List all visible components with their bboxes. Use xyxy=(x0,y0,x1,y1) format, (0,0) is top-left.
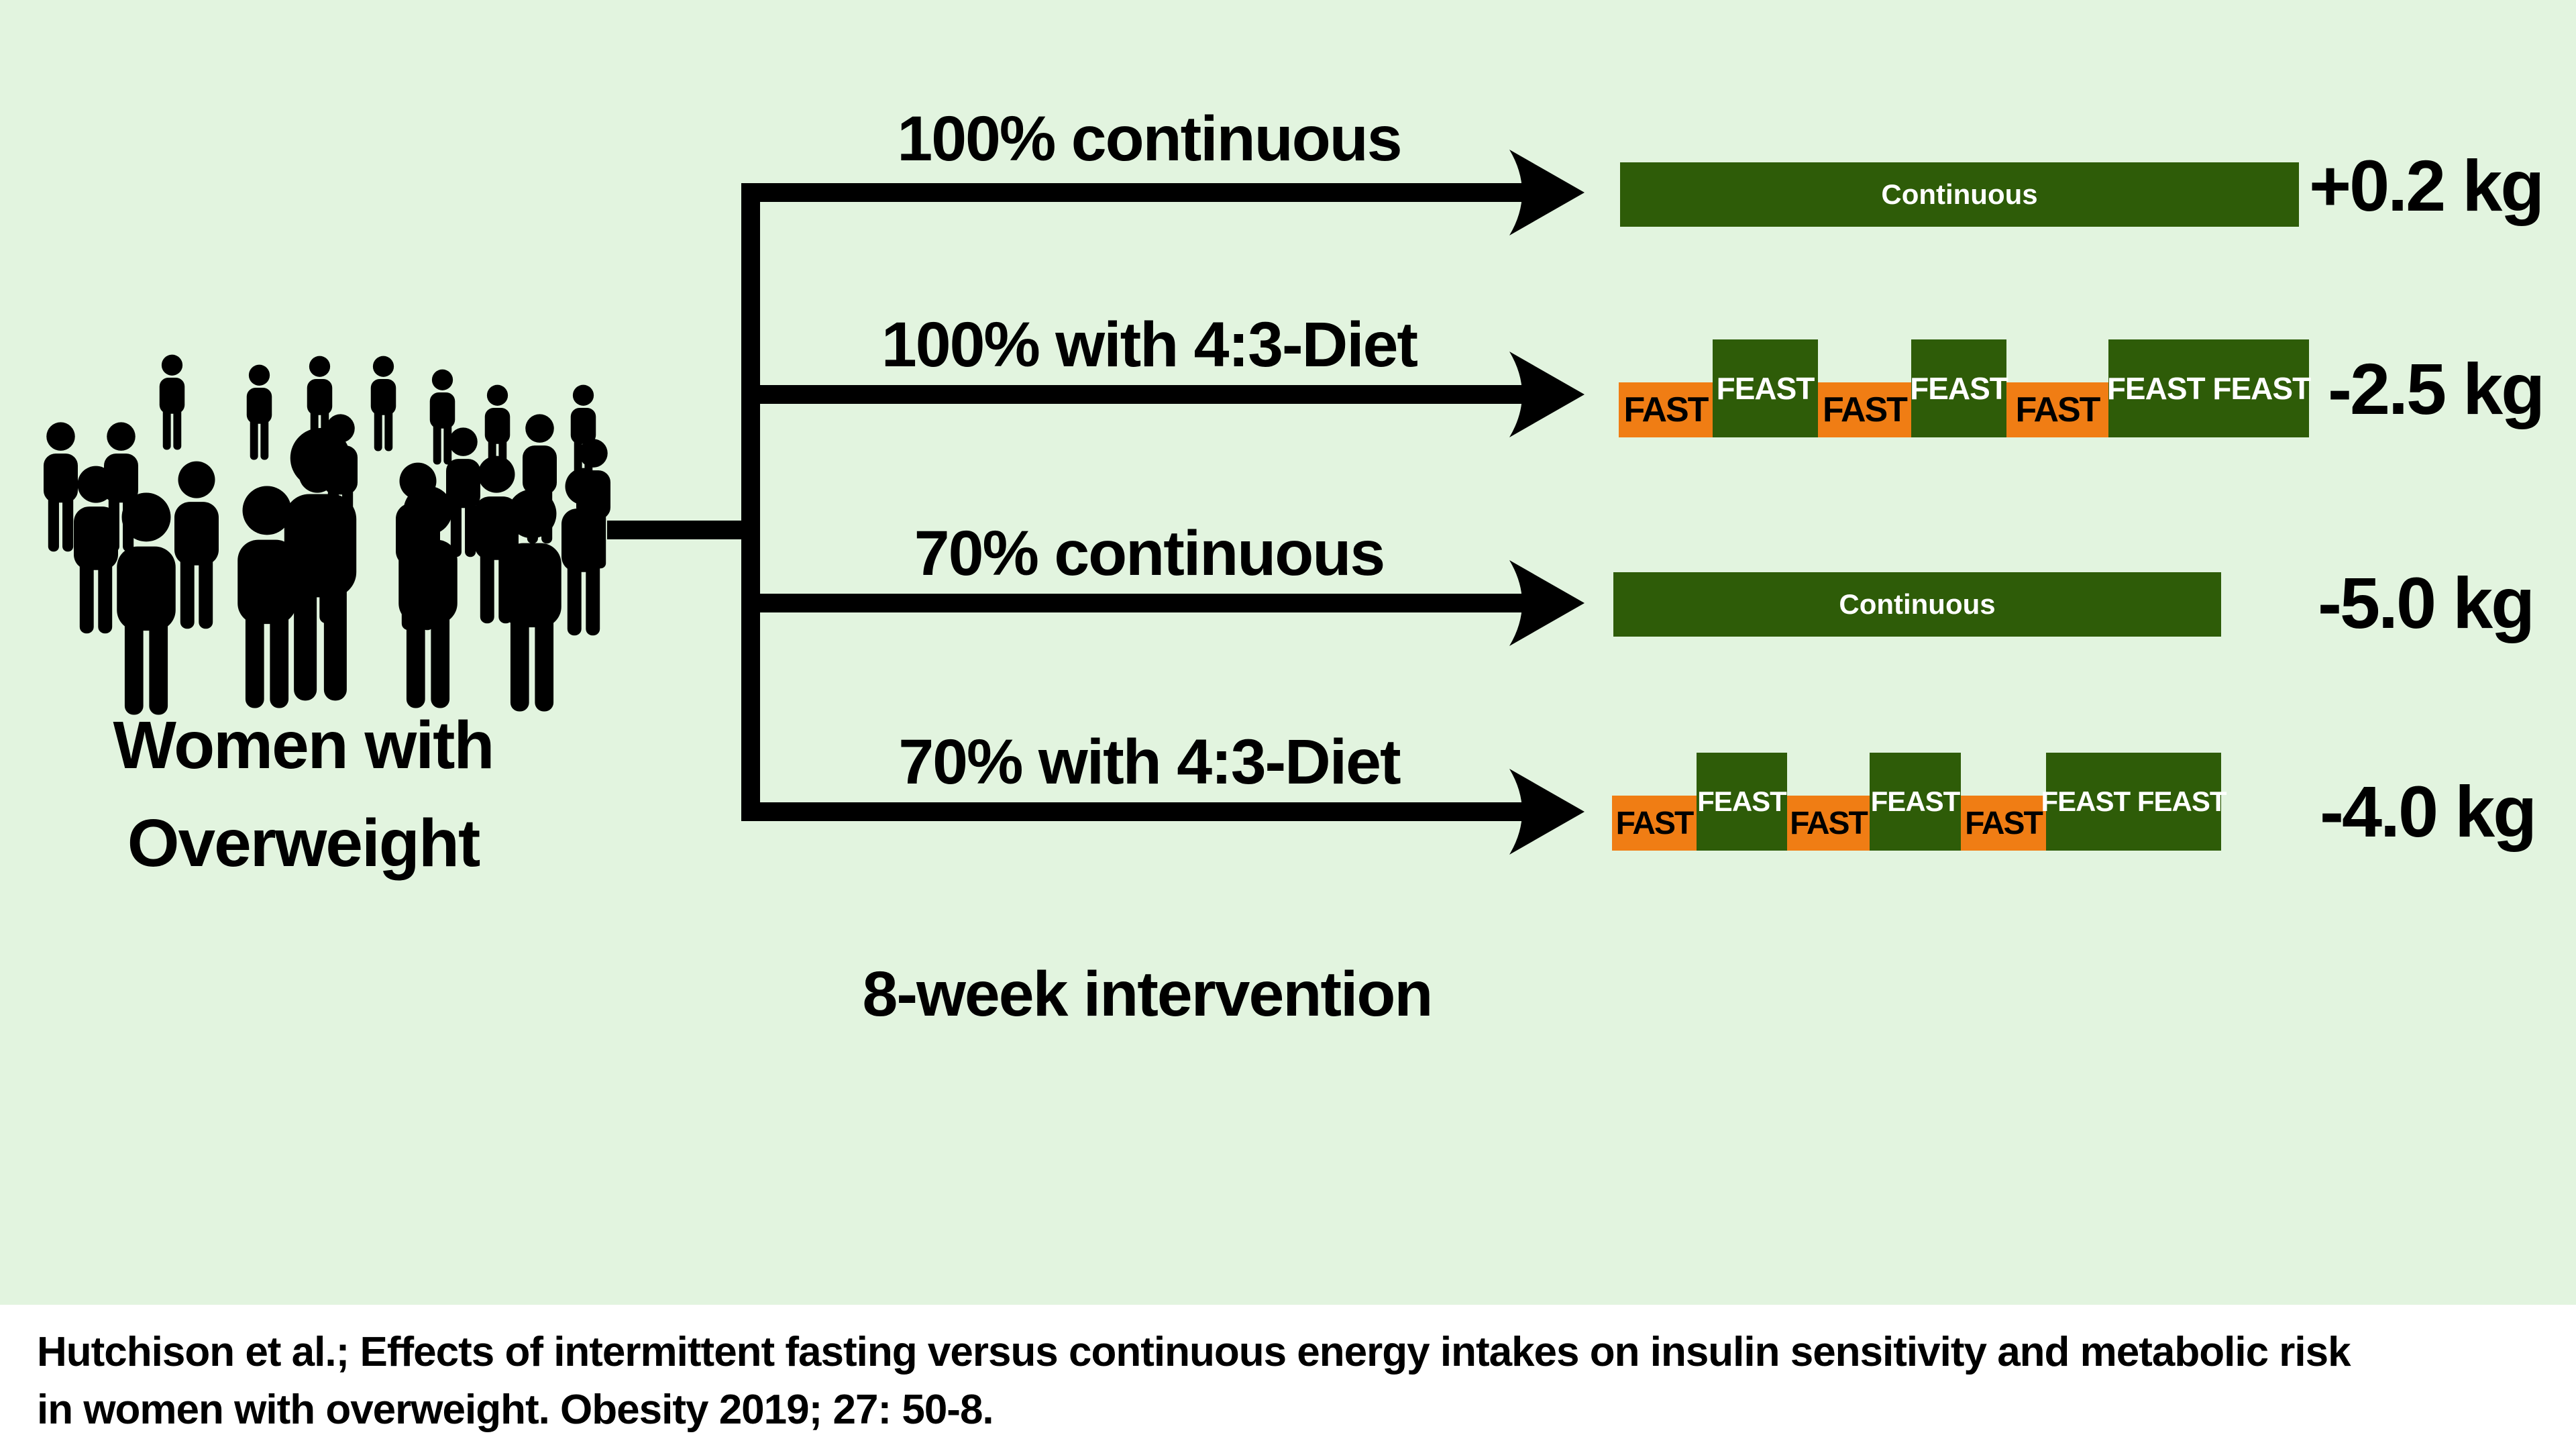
feast-feast-block: FEAST FEAST xyxy=(2107,339,2311,437)
feast-block: FEAST xyxy=(1713,339,1818,437)
continuous-bar-100: Continuous xyxy=(1620,162,2299,227)
fast-block: FAST xyxy=(1787,796,1870,851)
fast-block: FAST xyxy=(1619,382,1713,437)
population-connector-line xyxy=(607,521,751,539)
result-weight-change-3: -5.0 kg xyxy=(2318,562,2535,643)
feast-block: FEAST xyxy=(1910,339,2008,437)
fast-feast-pattern-100: FAST FEAST FAST FEAST FAST FEAST FEAST xyxy=(1619,339,2311,437)
fast-block: FAST xyxy=(2006,382,2108,437)
branch-trunk-line xyxy=(741,183,760,821)
feast-feast-block: FEAST FEAST xyxy=(2041,753,2227,851)
result-weight-change-1: +0.2 kg xyxy=(2309,145,2544,226)
intervention-caption: 8-week intervention xyxy=(862,959,1434,1030)
feast-block: FEAST xyxy=(1870,753,1961,851)
continuous-bar-label: Continuous xyxy=(1881,178,2038,210)
population-label-line1: Women with xyxy=(113,708,494,783)
branch-label-100-43diet: 100% with 4:3-Diet xyxy=(881,309,1418,380)
fast-feast-pattern-70: FAST FEAST FAST FEAST FAST FEAST FEAST xyxy=(1612,753,2227,851)
population-label-line2: Overweight xyxy=(127,806,481,881)
crowd-icon xyxy=(44,354,610,715)
fast-block: FAST xyxy=(1961,796,2046,851)
fast-block: FAST xyxy=(1612,796,1697,851)
continuous-bar-label: Continuous xyxy=(1839,588,1996,620)
fast-block: FAST xyxy=(1818,382,1911,437)
population-label: Women with Overweight xyxy=(113,696,494,892)
citation-line2: in women with overweight. Obesity 2019; … xyxy=(37,1387,994,1433)
result-weight-change-2: -2.5 kg xyxy=(2328,348,2545,429)
result-weight-change-4: -4.0 kg xyxy=(2320,771,2537,852)
branch-label-70-43diet: 70% with 4:3-Diet xyxy=(898,727,1401,798)
branch-label-100-continuous: 100% continuous xyxy=(897,103,1402,174)
citation-footer: Hutchison et al.; Effects of intermitten… xyxy=(0,1305,2576,1449)
branch-label-70-continuous: 70% continuous xyxy=(914,518,1385,589)
citation-line1: Hutchison et al.; Effects of intermitten… xyxy=(37,1329,2351,1375)
continuous-bar-70: Continuous xyxy=(1613,572,2221,637)
feast-block: FEAST xyxy=(1697,753,1787,851)
